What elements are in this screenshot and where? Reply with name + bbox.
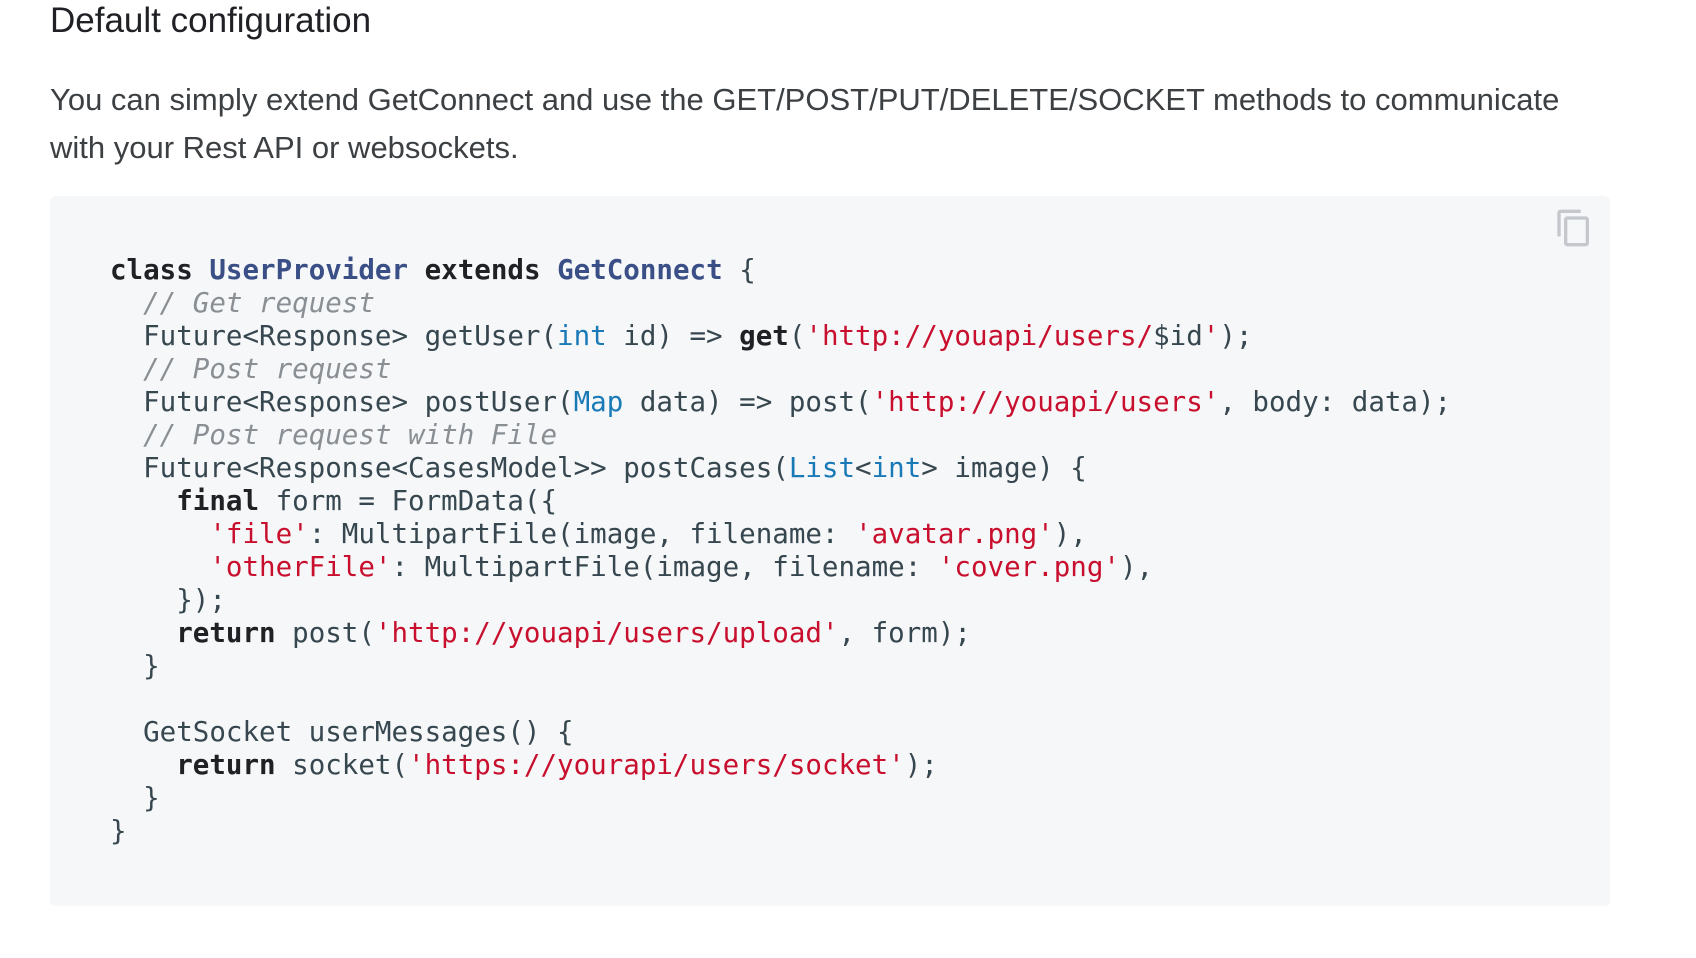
- code-line: return post('http://youapi/users/upload'…: [176, 617, 971, 649]
- code-line: }: [110, 815, 127, 847]
- code-line: return socket('https://yourapi/users/soc…: [176, 749, 938, 781]
- copy-code-button[interactable]: [1554, 208, 1594, 248]
- code-line: }: [110, 782, 160, 814]
- code-block: class UserProvider extends GetConnect { …: [50, 196, 1610, 906]
- code-line: 'otherFile': MultipartFile(image, filena…: [209, 551, 1154, 583]
- section-description: You can simply extend GetConnect and use…: [50, 82, 1560, 165]
- code-line: final form = FormData({: [176, 485, 558, 517]
- code-line: Future<Response> getUser(int id) => get(…: [110, 320, 1253, 352]
- code-line: Future<Response<CasesModel>> postCases(L…: [110, 452, 1087, 484]
- code-line: }: [110, 650, 160, 682]
- code-line: GetSocket userMessages() {: [110, 716, 574, 748]
- code-line: });: [110, 584, 226, 616]
- code-line: // Post request: [143, 353, 392, 385]
- code-line: class UserProvider extends GetConnect {: [110, 254, 756, 286]
- code-line: // Post request with File: [143, 419, 558, 451]
- code-content: class UserProvider extends GetConnect { …: [110, 254, 1451, 848]
- code-line: // Get request: [143, 287, 375, 319]
- code-line: Future<Response> postUser(Map data) => p…: [110, 386, 1452, 418]
- section-heading: Default configuration: [50, 1, 372, 40]
- copy-icon: [1557, 209, 1589, 247]
- code-line: 'file': MultipartFile(image, filename: '…: [209, 518, 1087, 550]
- code-line: [110, 683, 1451, 716]
